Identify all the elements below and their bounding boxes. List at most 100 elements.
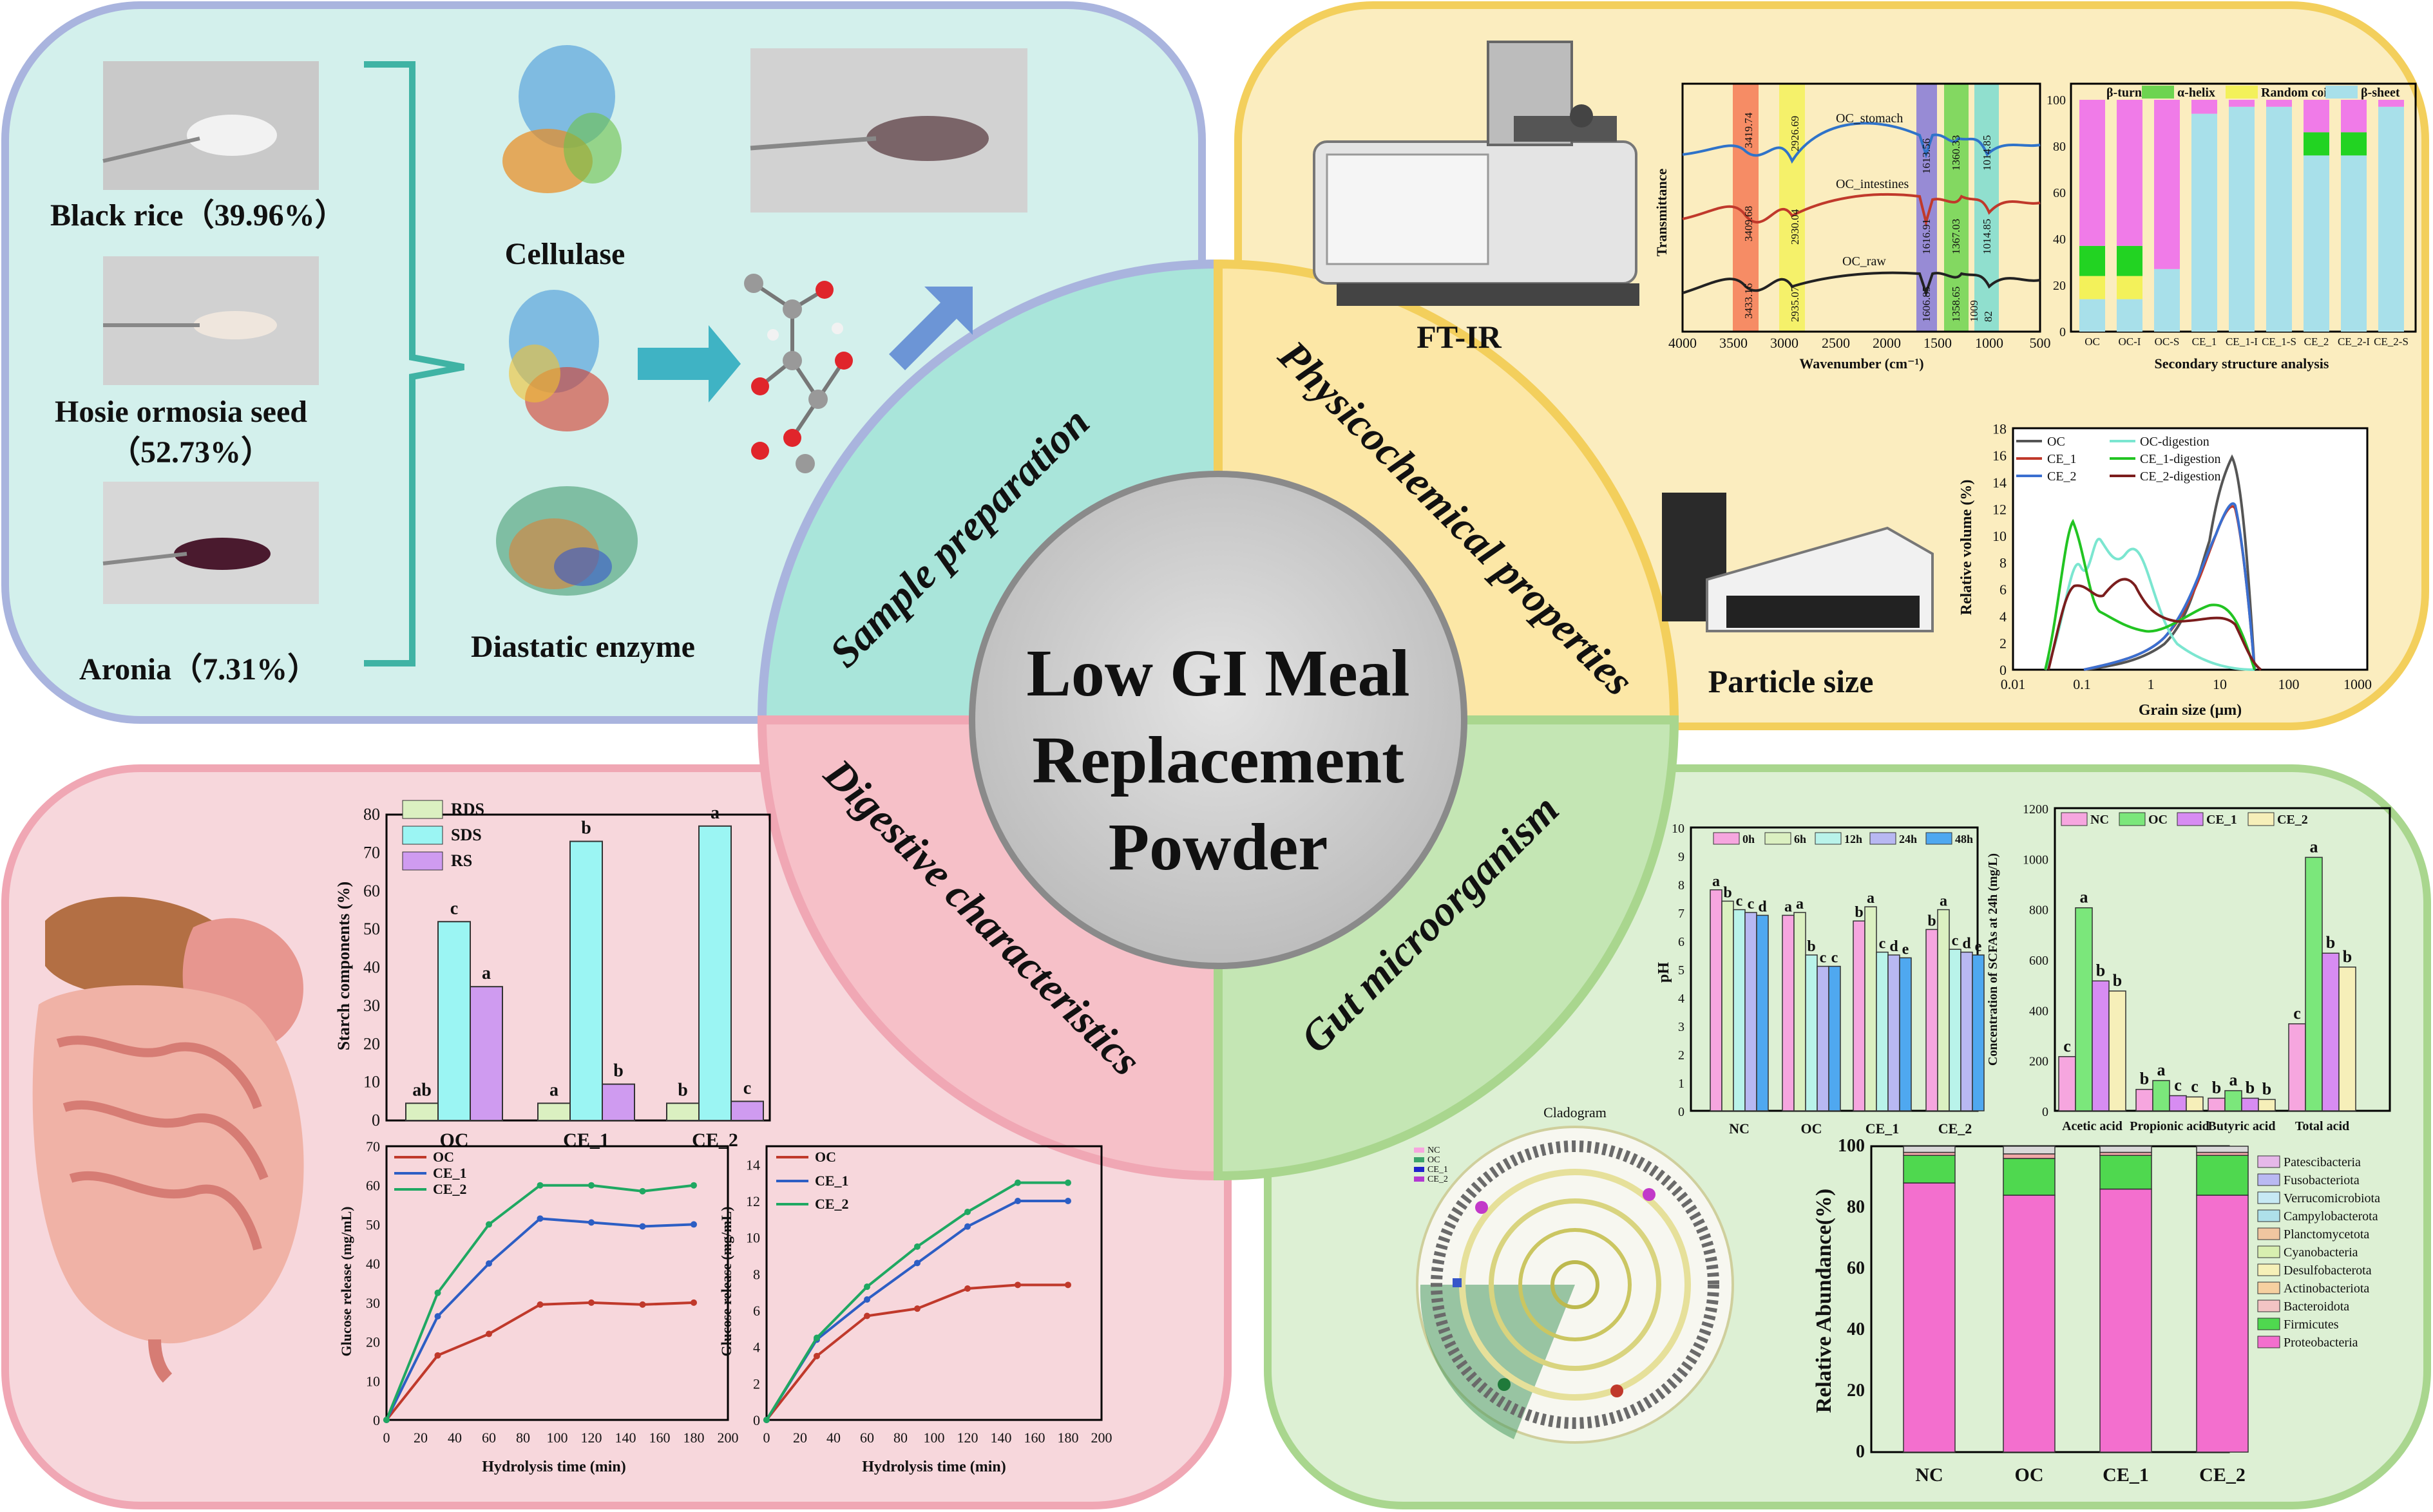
molecule-icon <box>744 274 853 473</box>
secondary-y-tick: 80 <box>2053 140 2066 154</box>
secondary-y-tick: 60 <box>2053 186 2066 200</box>
svg-text:3000: 3000 <box>1770 335 1799 351</box>
abundance-legend-swatch <box>2257 1191 2280 1204</box>
psd-y-tick: 2 <box>1999 635 2007 651</box>
scfa-letter: b <box>2343 947 2352 966</box>
scfa-y-tick: 200 <box>2029 1055 2048 1069</box>
scfa-bar <box>2135 1088 2153 1111</box>
svg-text:OC: OC <box>815 1149 836 1165</box>
bracket-left <box>364 61 464 666</box>
scfa-letter: c <box>2191 1077 2199 1095</box>
scfa-letter: b <box>2326 933 2335 952</box>
secondary-bar <box>2341 100 2367 133</box>
glucose-point <box>639 1187 646 1195</box>
gl-left-x-tick: 80 <box>516 1430 530 1446</box>
svg-text:Acetic acid: Acetic acid <box>2062 1119 2123 1133</box>
secondary-bars <box>2079 100 2404 332</box>
secondary-bar <box>2079 100 2105 246</box>
ph-y-tick: 9 <box>1678 850 1684 864</box>
abundance-bar <box>1903 1182 1956 1453</box>
secondary-bar <box>2117 276 2142 299</box>
psd-y-tick: 16 <box>1992 448 2007 464</box>
ab-y-tick: 0 <box>1856 1442 1865 1462</box>
ph-bar <box>1782 914 1795 1111</box>
ab-y-tick: 40 <box>1847 1319 1865 1339</box>
svg-text:OC: OC <box>2148 813 2168 827</box>
second-enzyme-structure <box>509 290 609 431</box>
gl-right-x-tick: 40 <box>826 1430 841 1446</box>
svg-text:6h: 6h <box>1794 833 1806 846</box>
secondary-x-tick: CE_2 <box>2304 335 2329 348</box>
abundance-legend-swatch <box>2257 1263 2280 1276</box>
starch-y-tick: 0 <box>372 1111 380 1129</box>
abundance-bar <box>1903 1155 1956 1184</box>
glucose-point <box>639 1301 646 1308</box>
svg-text:CE_1: CE_1 <box>1865 1120 1900 1137</box>
arrow-to-powder <box>889 287 973 370</box>
svg-text:2926.69: 2926.69 <box>1789 116 1801 151</box>
secondary-bar <box>2117 299 2142 332</box>
secondary-bar <box>2079 245 2105 276</box>
starch-letter: ab <box>412 1080 432 1100</box>
svg-text:82: 82 <box>1982 311 1994 322</box>
svg-text:1: 1 <box>2148 676 2155 692</box>
svg-text:Relative volume (%): Relative volume (%) <box>1958 480 1975 616</box>
ftir-band-4 <box>1944 84 1969 332</box>
scfa-bar <box>2241 1097 2259 1111</box>
abundance-legend-swatch <box>2257 1318 2280 1330</box>
svg-text:Total acid: Total acid <box>2295 1119 2349 1133</box>
gl-left-x-tick: 180 <box>683 1430 705 1446</box>
abundance-bar <box>2003 1146 2056 1155</box>
abundance-bar <box>2196 1195 2249 1453</box>
ph-bar <box>1733 909 1746 1111</box>
starch-bar <box>470 986 503 1121</box>
svg-text:CE_2: CE_2 <box>2199 1464 2246 1486</box>
secondary-bar <box>2266 100 2292 107</box>
gl-left-y-tick: 10 <box>366 1373 380 1389</box>
ph-bar <box>1817 965 1829 1111</box>
ph-bar <box>1828 965 1841 1111</box>
svg-text:CE_1: CE_1 <box>2103 1464 2149 1486</box>
gl-left-y-tick: 20 <box>366 1334 380 1350</box>
svg-text:1000: 1000 <box>2343 676 2372 692</box>
abundance-legend-swatch <box>2257 1227 2280 1240</box>
gl-left-y-tick: 30 <box>366 1295 380 1311</box>
ab-y-tick: 100 <box>1838 1136 1865 1156</box>
svg-text:500: 500 <box>2030 335 2051 351</box>
starch-y-tick: 70 <box>363 843 380 862</box>
ftir-label: FT-IR <box>1417 319 1502 355</box>
secondary-bar <box>2341 132 2367 156</box>
secondary-bar <box>2378 100 2404 107</box>
ph-letter: b <box>1927 912 1936 929</box>
glucose-point <box>434 1289 441 1296</box>
secondary-x-tick: CE_1 <box>2192 335 2217 348</box>
abundance-bar <box>2003 1158 2056 1196</box>
center-title-1: Low GI Meal <box>1026 636 1409 710</box>
glucose-point <box>588 1182 595 1189</box>
ph-letter: d <box>1758 898 1767 915</box>
svg-text:OC: OC <box>440 1129 469 1151</box>
gl-right-x-tick: 140 <box>991 1430 1012 1446</box>
ph-bar <box>1864 906 1877 1111</box>
gl-left-y-tick: 40 <box>366 1256 380 1272</box>
ingredient-black-rice: Black rice（39.96%） <box>50 198 346 232</box>
secondary-bar <box>2154 269 2180 332</box>
scfa-bar <box>2058 1056 2076 1111</box>
svg-text:2500: 2500 <box>1822 335 1850 351</box>
psd-ce1-dig <box>2044 518 2256 670</box>
glucose-point <box>486 1330 492 1337</box>
gl-right-x-tick: 100 <box>924 1430 945 1446</box>
secondary-bar <box>2304 155 2329 332</box>
gl-right-y-tick: 6 <box>753 1303 760 1319</box>
svg-text:1616.91: 1616.91 <box>1920 219 1932 254</box>
abundance-legend-label: Firmicutes <box>2284 1318 2339 1332</box>
glucose-point <box>639 1223 646 1230</box>
glucose-point <box>864 1283 870 1290</box>
center-circle <box>969 471 1467 969</box>
scfa-letter: c <box>2063 1037 2071 1055</box>
svg-text:1358.65: 1358.65 <box>1950 287 1962 322</box>
psd-y-tick: 12 <box>1992 501 2007 517</box>
